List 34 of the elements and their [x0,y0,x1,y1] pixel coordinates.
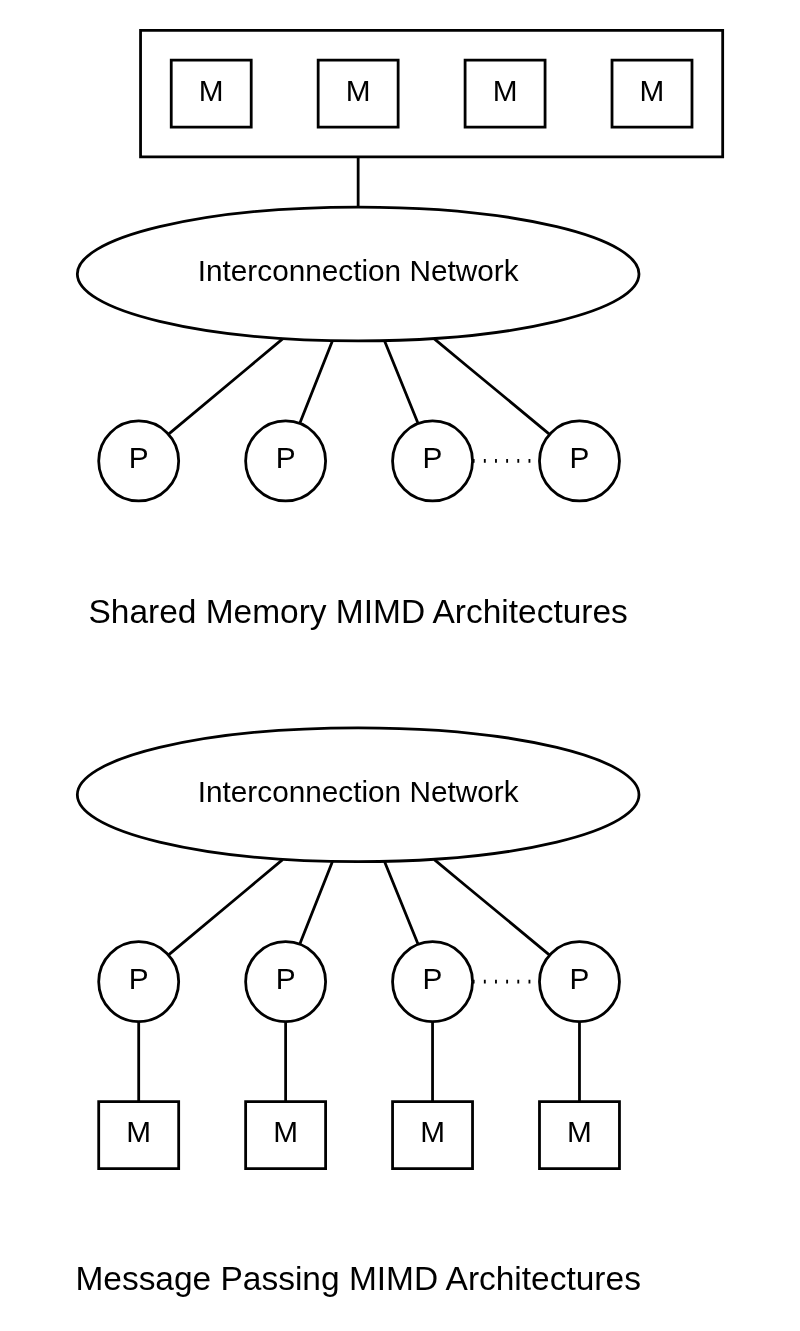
node-box: M [97,1100,181,1170]
connector [383,861,420,945]
connector [431,1022,434,1102]
node-box: M [244,1100,327,1170]
cluster [139,28,725,159]
node-circle: P [391,419,474,503]
node-circle: P [244,940,327,1024]
connector [284,1022,287,1102]
connector [578,1022,581,1102]
node-circle: P [391,940,474,1024]
node-box: M [463,58,547,129]
node-box: M [391,1100,474,1170]
node-circle: P [538,940,621,1024]
label: Message Passing MIMD Architectures [75,1260,641,1298]
node-box: M [169,58,253,129]
connector [298,340,334,424]
node-circle: P [97,940,181,1024]
node-circle: P [244,419,327,503]
node-circle: P [97,419,181,503]
node-circle: P [538,419,621,503]
connector [167,337,284,436]
connector [137,1022,141,1102]
connector [433,858,551,956]
node-ellipse: Interconnection Network [75,205,641,343]
label: Shared Memory MIMD Architectures [88,592,628,630]
connector [383,340,420,424]
connector [356,156,360,207]
connector [298,861,334,945]
node-ellipse: Interconnection Network [75,726,641,864]
node-box: M [316,58,400,129]
node-box: M [538,1100,621,1170]
node-box: M [610,58,694,129]
connector [433,337,551,436]
connector [167,858,284,956]
